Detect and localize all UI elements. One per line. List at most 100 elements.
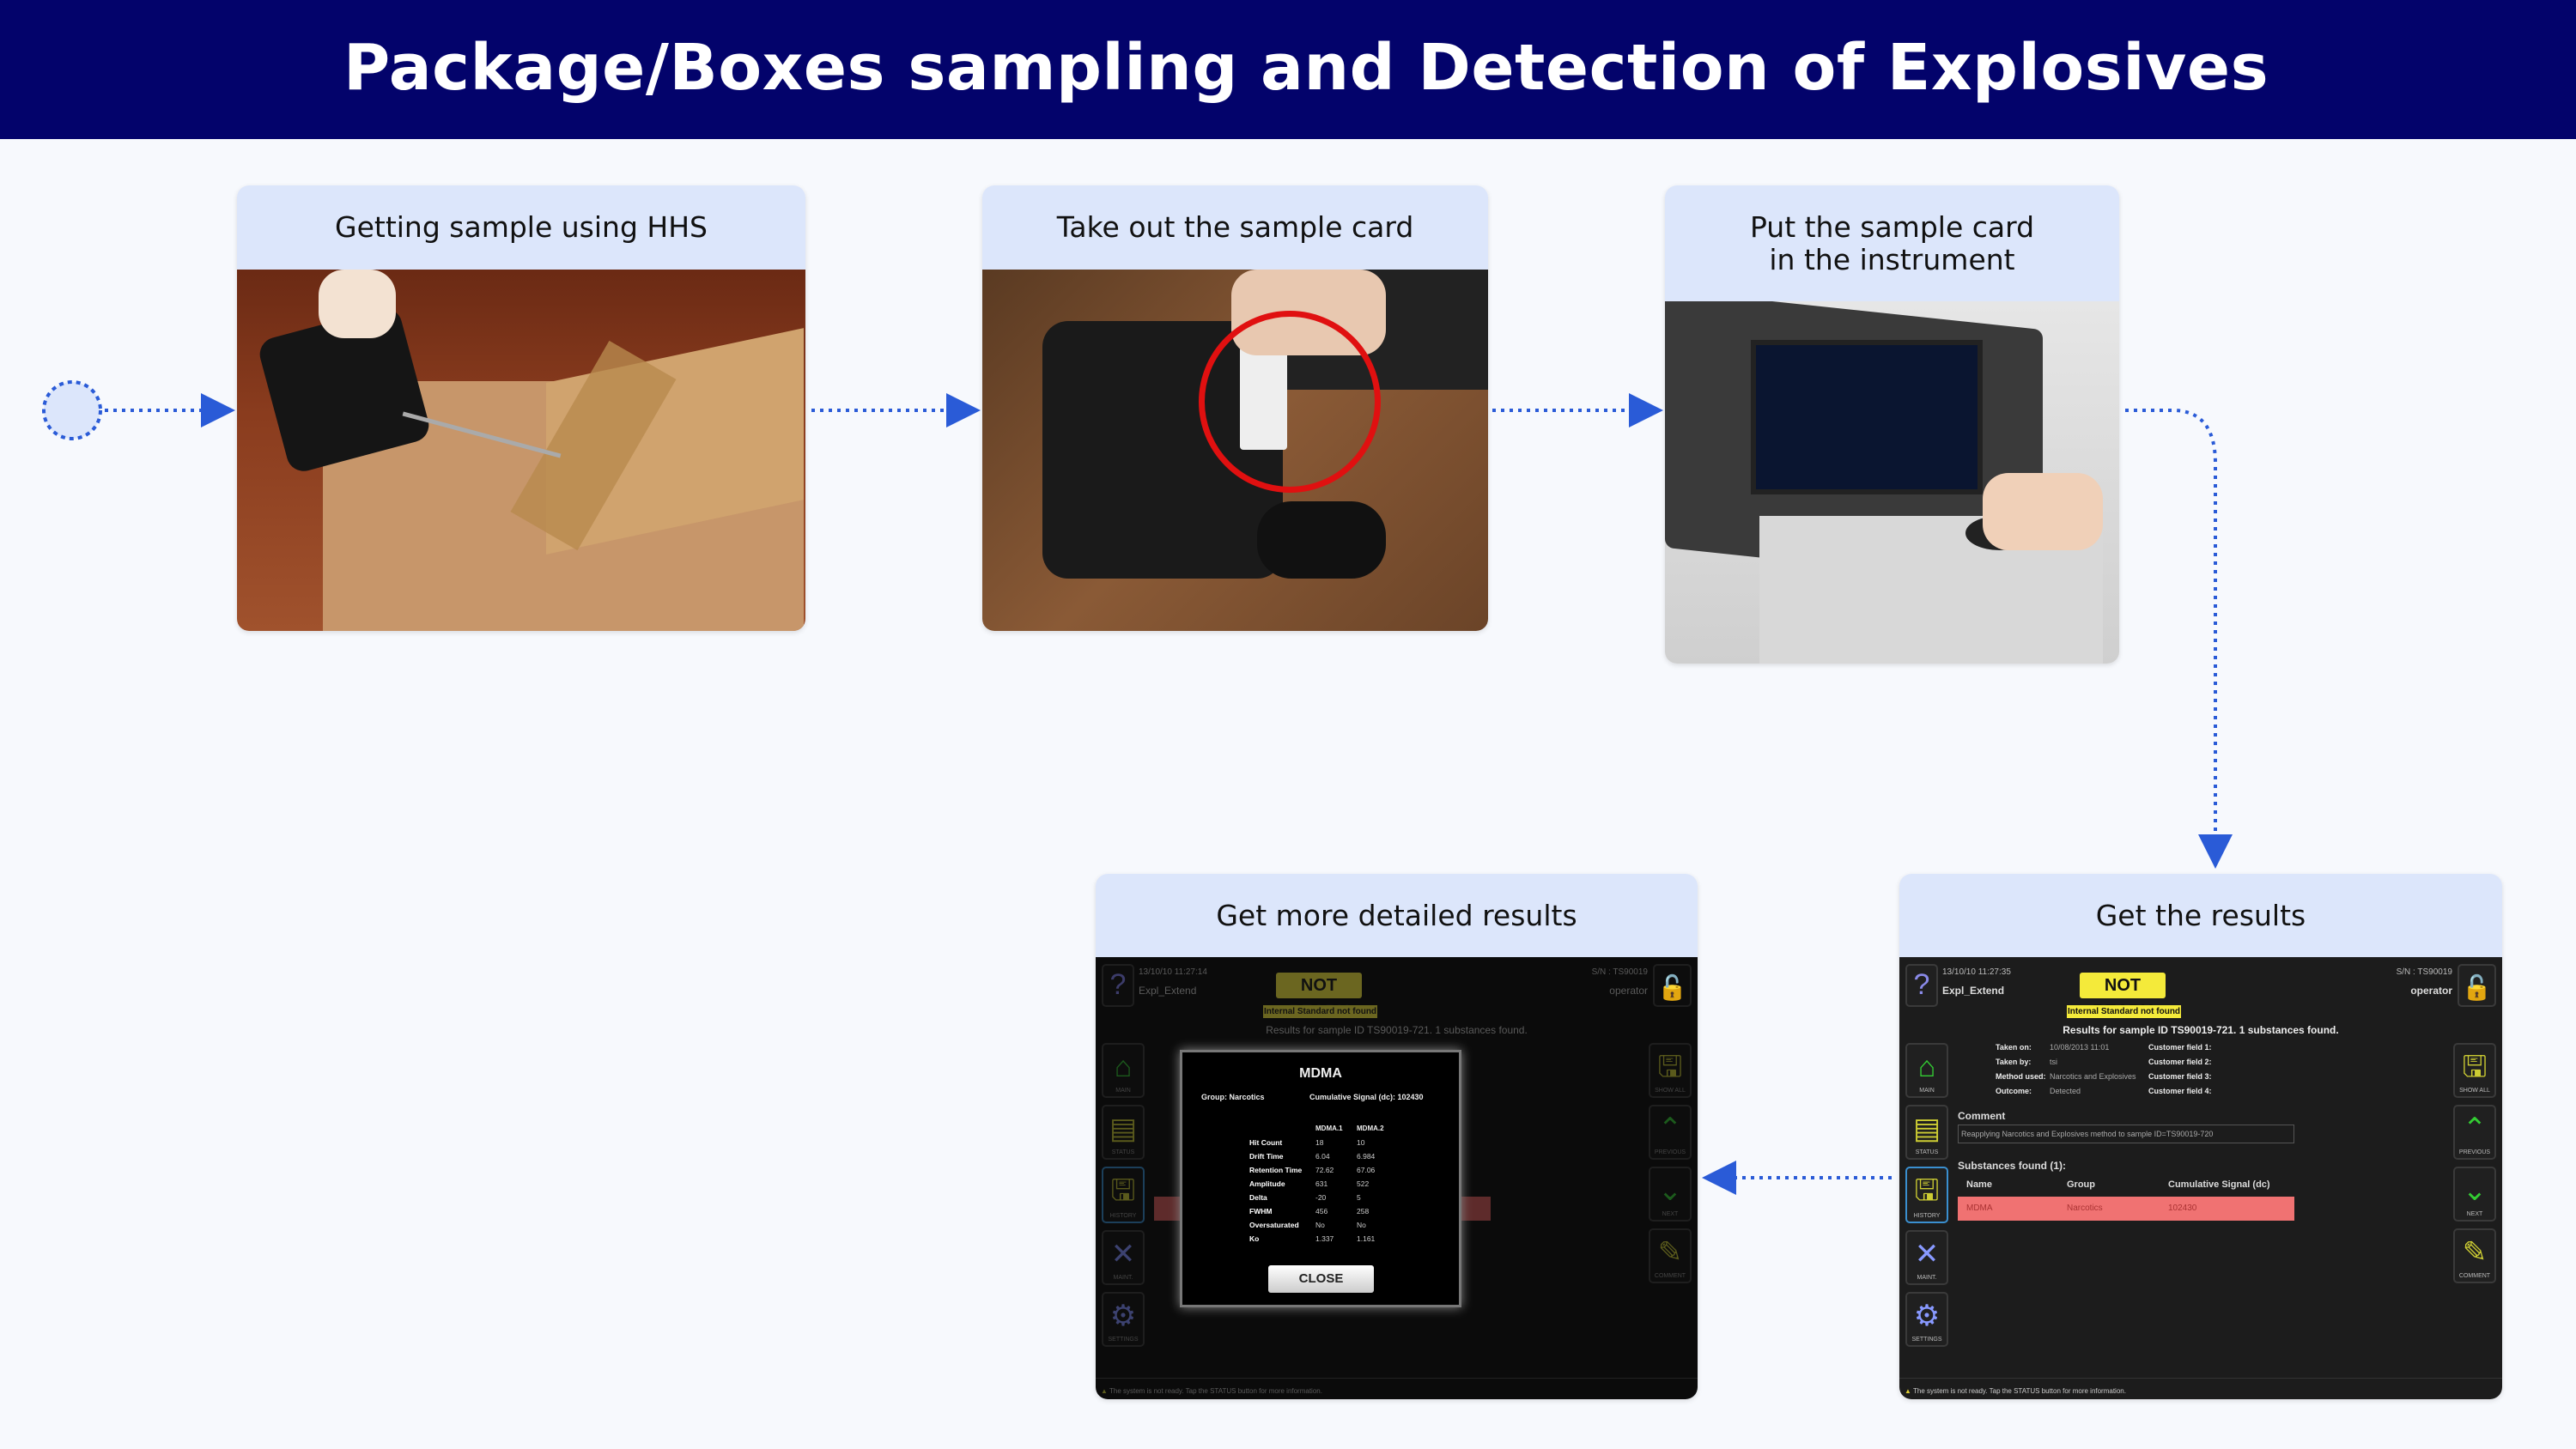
detail-row-value: No bbox=[1315, 1221, 1325, 1229]
close-button[interactable]: CLOSE bbox=[1268, 1265, 1374, 1293]
next-button[interactable]: ⌄ NEXT bbox=[2453, 1167, 2496, 1222]
status-list-icon: ▤ bbox=[1912, 1113, 1941, 1145]
step-card-insert-card: Put the sample card in the instrument bbox=[1665, 185, 2119, 664]
nav-settings-button[interactable]: ⚙SETTINGS bbox=[1905, 1292, 1948, 1347]
sample-card-photo bbox=[982, 270, 1488, 631]
info-customer-field: Customer field 2: bbox=[2148, 1058, 2212, 1066]
detail-column-header: MDMA.1 bbox=[1315, 1125, 1343, 1132]
unlock-icon: 🔓 bbox=[1657, 974, 1687, 1001]
status-list-icon: ▤ bbox=[1109, 1113, 1138, 1145]
timestamp: 13/10/10 11:27:14 bbox=[1139, 967, 1207, 977]
detail-row-value: 72.62 bbox=[1315, 1166, 1334, 1174]
warning-icon: ▲ bbox=[1101, 1387, 1109, 1395]
unlock-icon: 🔓 bbox=[2462, 974, 2492, 1001]
nav-status-button[interactable]: ▤STATUS bbox=[1102, 1105, 1145, 1160]
info-value: tsi bbox=[2050, 1058, 2057, 1066]
nav-label: COMMENT bbox=[1654, 1273, 1686, 1279]
nav-maint-button[interactable]: ✕MAINT. bbox=[1102, 1230, 1145, 1285]
nav-label: NEXT bbox=[2466, 1211, 2483, 1217]
detail-row-value: -20 bbox=[1315, 1193, 1327, 1202]
serial-number: S/N : TS90019 bbox=[2396, 967, 2452, 977]
detail-row-value: 258 bbox=[1357, 1207, 1370, 1216]
nav-history-button[interactable]: 🖫HISTORY bbox=[1102, 1167, 1145, 1223]
info-label: Taken by: bbox=[1996, 1058, 2032, 1066]
help-icon[interactable]: ? bbox=[1913, 968, 1930, 1001]
show-all-icon: 🖫 bbox=[2462, 1051, 2488, 1083]
warning-icon: ▲ bbox=[1905, 1387, 1913, 1395]
chevron-up-icon: ⌃ bbox=[2462, 1113, 2488, 1145]
comment-button[interactable]: ✎COMMENT bbox=[2453, 1228, 2496, 1283]
previous-button[interactable]: ⌃PREVIOUS bbox=[1649, 1105, 1692, 1160]
detail-row-value: 67.06 bbox=[1357, 1166, 1376, 1174]
status-footer: The system is not ready. Tap the STATUS … bbox=[1913, 1387, 2126, 1395]
nav-label: SHOW ALL bbox=[1655, 1088, 1686, 1094]
comment-field[interactable]: Reapplying Narcotics and Explosives meth… bbox=[1958, 1125, 2294, 1143]
next-button[interactable]: ⌄NEXT bbox=[1649, 1167, 1692, 1222]
step-card-results: Get the results ? 13/10/10 11:27:35 Expl… bbox=[1899, 874, 2502, 1399]
nav-label: SETTINGS bbox=[1108, 1337, 1139, 1343]
info-customer-field: Customer field 3: bbox=[2148, 1072, 2212, 1081]
step-label: Take out the sample card bbox=[982, 185, 1488, 270]
timestamp: 13/10/10 11:27:35 bbox=[1942, 967, 2011, 977]
page-title: Package/Boxes sampling and Detection of … bbox=[343, 31, 2269, 105]
status-footer: The system is not ready. Tap the STATUS … bbox=[1109, 1387, 1322, 1395]
comment-edit-icon: ✎ bbox=[1657, 1236, 1683, 1269]
detail-screen: ? 13/10/10 11:27:14 Expl_Extend NOT READ… bbox=[1096, 957, 1698, 1399]
results-headline: Results for sample ID TS90019-721. 1 sub… bbox=[2063, 1024, 2339, 1036]
home-icon: ⌂ bbox=[1917, 1051, 1936, 1083]
step-label-line2: in the instrument bbox=[1769, 242, 2015, 276]
user-name: operator bbox=[2410, 985, 2452, 997]
nav-label: MAINT. bbox=[1113, 1275, 1133, 1281]
show-all-button[interactable]: 🖫SHOW ALL bbox=[2453, 1043, 2496, 1098]
status-badge: NOT READY bbox=[1276, 973, 1362, 1021]
method-name: Expl_Extend bbox=[1139, 985, 1197, 997]
step-card-detailed-results: Get more detailed results ? 13/10/10 11:… bbox=[1096, 874, 1698, 1399]
detail-column-header: MDMA.2 bbox=[1357, 1125, 1384, 1132]
nav-label: PREVIOUS bbox=[2458, 1149, 2491, 1155]
gear-icon: ⚙ bbox=[1109, 1300, 1137, 1332]
arrow-step3-to-step5 bbox=[2125, 409, 2233, 869]
column-header-signal: Cumulative Signal (dc) bbox=[2168, 1179, 2270, 1190]
show-all-button[interactable]: 🖫SHOW ALL bbox=[1649, 1043, 1692, 1098]
nav-settings-button[interactable]: ⚙ SETTINGS bbox=[1102, 1292, 1145, 1347]
detail-row-label: Drift Time bbox=[1249, 1152, 1284, 1161]
step-label: Get the results bbox=[1899, 874, 2502, 957]
detail-row-label: Delta bbox=[1249, 1193, 1267, 1202]
previous-button[interactable]: ⌃ PREVIOUS bbox=[2453, 1105, 2496, 1160]
info-customer-field: Customer field 4: bbox=[2148, 1087, 2212, 1095]
substance-row[interactable]: MDMA Narcotics 102430 bbox=[1958, 1197, 2294, 1221]
detail-row-label: Oversaturated bbox=[1249, 1221, 1299, 1229]
home-icon: ⌂ bbox=[1114, 1051, 1133, 1083]
lock-button[interactable]: 🔓 bbox=[2458, 964, 2496, 1007]
comment-label: Comment bbox=[1958, 1110, 2006, 1122]
detail-row-label: FWHM bbox=[1249, 1207, 1273, 1216]
serial-number: S/N : TS90019 bbox=[1591, 967, 1648, 977]
results-screen: ? 13/10/10 11:27:35 Expl_Extend NOT READ… bbox=[1899, 957, 2502, 1399]
nav-label: STATUS bbox=[1915, 1149, 1939, 1155]
nav-label: MAIN bbox=[1919, 1088, 1935, 1094]
status-badge: NOT READY bbox=[2080, 973, 2166, 1021]
comment-button[interactable]: ✎ COMMENT bbox=[1649, 1228, 1692, 1283]
nav-main-button[interactable]: ⌂ MAIN bbox=[1905, 1043, 1948, 1098]
start-node bbox=[42, 380, 102, 440]
nav-maint-button[interactable]: ✕MAINT. bbox=[1905, 1230, 1948, 1285]
detail-row-value: 1.337 bbox=[1315, 1234, 1334, 1243]
detail-row-label: Hit Count bbox=[1249, 1138, 1283, 1147]
nav-label: MAINT. bbox=[1917, 1275, 1937, 1281]
detail-row-value: 456 bbox=[1315, 1207, 1328, 1216]
nav-label: COMMENT bbox=[2458, 1273, 2491, 1279]
detail-row-value: 18 bbox=[1315, 1138, 1324, 1147]
info-label: Method used: bbox=[1996, 1072, 2046, 1081]
gear-icon: ⚙ bbox=[1913, 1300, 1941, 1332]
alert-badge: Internal Standard not found bbox=[2067, 1005, 2181, 1018]
chevron-down-icon: ⌄ bbox=[2462, 1174, 2488, 1207]
info-value: Narcotics and Explosives bbox=[2050, 1072, 2136, 1081]
cell-group: Narcotics bbox=[2067, 1203, 2103, 1213]
cell-name: MDMA bbox=[1966, 1203, 1993, 1213]
results-headline: Results for sample ID TS90019-721. 1 sub… bbox=[1266, 1024, 1528, 1036]
nav-main-button[interactable]: ⌂MAIN bbox=[1102, 1043, 1145, 1098]
nav-history-button[interactable]: 🖫HISTORY bbox=[1905, 1167, 1948, 1223]
nav-status-button[interactable]: ▤ STATUS bbox=[1905, 1105, 1948, 1160]
detail-row-label: Ko bbox=[1249, 1234, 1260, 1243]
info-customer-field: Customer field 1: bbox=[2148, 1043, 2212, 1052]
